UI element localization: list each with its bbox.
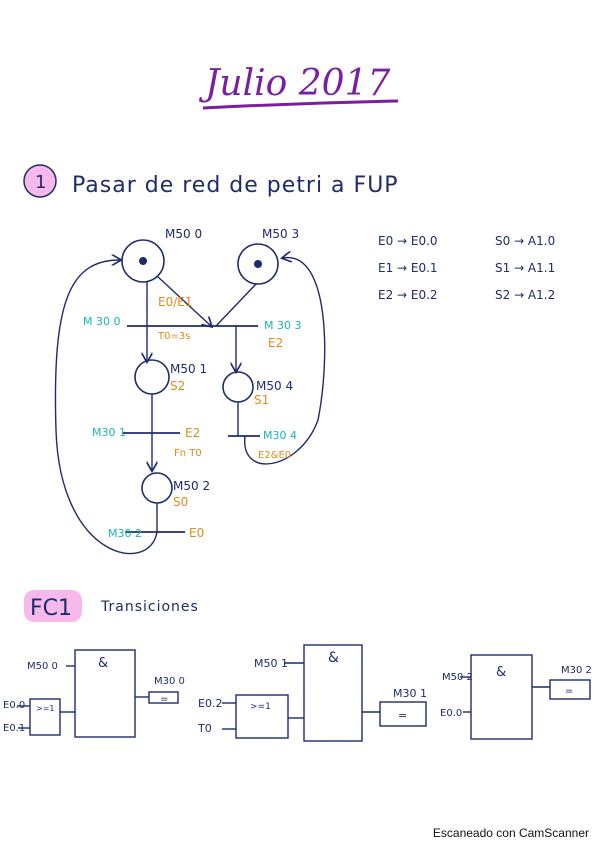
fup2-assign: = — [398, 709, 407, 722]
fup1-or-symbol: >=1 — [36, 704, 55, 713]
place-m50-2 — [141, 472, 173, 504]
exercise-number: 1 — [35, 172, 46, 193]
transition-label-m301: M30 1 — [92, 426, 126, 439]
mapping-e0: E0 → E0.0 — [378, 234, 438, 248]
fup1-output-label: M30 0 — [154, 676, 185, 687]
token-m50-0 — [139, 257, 147, 265]
mapping-s2: S2 → A1.2 — [495, 288, 555, 302]
place-label-m50-2: M50 2 — [173, 479, 210, 493]
page-title: Julio 2017 — [198, 63, 390, 104]
fup2-input-top: M50 1 — [254, 657, 288, 670]
transition-label-m303: M 30 3 — [264, 319, 301, 332]
condition-e2-a: E2 — [268, 336, 283, 350]
fup3-output-label: M30 2 — [561, 665, 592, 676]
fup1-assign: = — [160, 694, 168, 705]
place-m50-4 — [222, 371, 254, 403]
section-subtitle: Transiciones — [100, 599, 199, 615]
fup1-input-top: M50 0 — [27, 661, 58, 672]
token-m50-3 — [254, 260, 262, 268]
place-label-m50-4: M50 4 — [256, 379, 293, 393]
fup2-output-label: M30 1 — [393, 687, 427, 700]
place-label-m50-3: M50 3 — [262, 227, 299, 241]
exercise-number-badge — [23, 164, 57, 198]
fc1-highlight — [24, 590, 82, 622]
fup3-assign: = — [565, 686, 573, 697]
fup1-or-input-1: E0.0 — [3, 700, 25, 711]
fup3-and-symbol: & — [496, 665, 506, 680]
place-label-m50-1: M50 1 — [170, 362, 207, 376]
camscanner-footer: Escaneado con CamScanner — [432, 826, 589, 840]
transition-label-m300: M 30 0 — [83, 315, 120, 328]
condition-e2-e0: E2&E0 — [258, 450, 291, 461]
fup3-input-bottom: E0.0 — [440, 708, 462, 719]
fup3-input-top: M50 2 — [442, 672, 473, 683]
arc-m500-to-join — [156, 275, 211, 326]
arc-loop-back-m503 — [244, 258, 326, 465]
fn-t0-label: Fn T0 — [174, 448, 202, 459]
fup-block-2 — [222, 644, 427, 742]
place-action-s1: S1 — [254, 393, 269, 407]
mapping-e1: E1 → E0.1 — [378, 261, 438, 275]
condition-e0-e1: E0/E1 — [158, 295, 192, 309]
section-name: FC1 — [30, 596, 72, 621]
mapping-s0: S0 → A1.0 — [495, 234, 555, 248]
fup1-and-symbol: & — [98, 656, 108, 671]
arc-m503-to-join — [215, 283, 257, 327]
transition-label-m302: M30 2 — [108, 527, 142, 540]
fup1-or-input-2: E0.1 — [3, 723, 25, 734]
fup-block-1 — [17, 649, 179, 738]
exercise-statement: Pasar de red de petri a FUP — [72, 173, 399, 198]
mapping-e2: E2 → E0.2 — [378, 288, 438, 302]
timer-label: T0=3s — [157, 331, 190, 342]
place-label-m50-0: M50 0 — [165, 227, 202, 241]
place-m50-1 — [134, 359, 170, 395]
place-action-s2: S2 — [170, 379, 185, 393]
fup2-or-input-1: E0.2 — [198, 697, 222, 710]
fup2-and-symbol: & — [328, 650, 339, 666]
transition-label-m304: M30 4 — [263, 429, 297, 442]
fup2-or-input-2: T0 — [197, 722, 212, 735]
place-m50-3 — [237, 243, 279, 285]
title-underline — [202, 99, 399, 110]
fup-block-3 — [460, 654, 591, 740]
place-action-s0: S0 — [173, 495, 188, 509]
condition-e2-b: E2 — [185, 426, 200, 440]
arc-loop-back-m500 — [54, 260, 158, 555]
fup2-or-symbol: >=1 — [250, 702, 271, 712]
condition-e0: E0 — [189, 526, 204, 540]
mapping-s1: S1 → A1.1 — [495, 261, 555, 275]
